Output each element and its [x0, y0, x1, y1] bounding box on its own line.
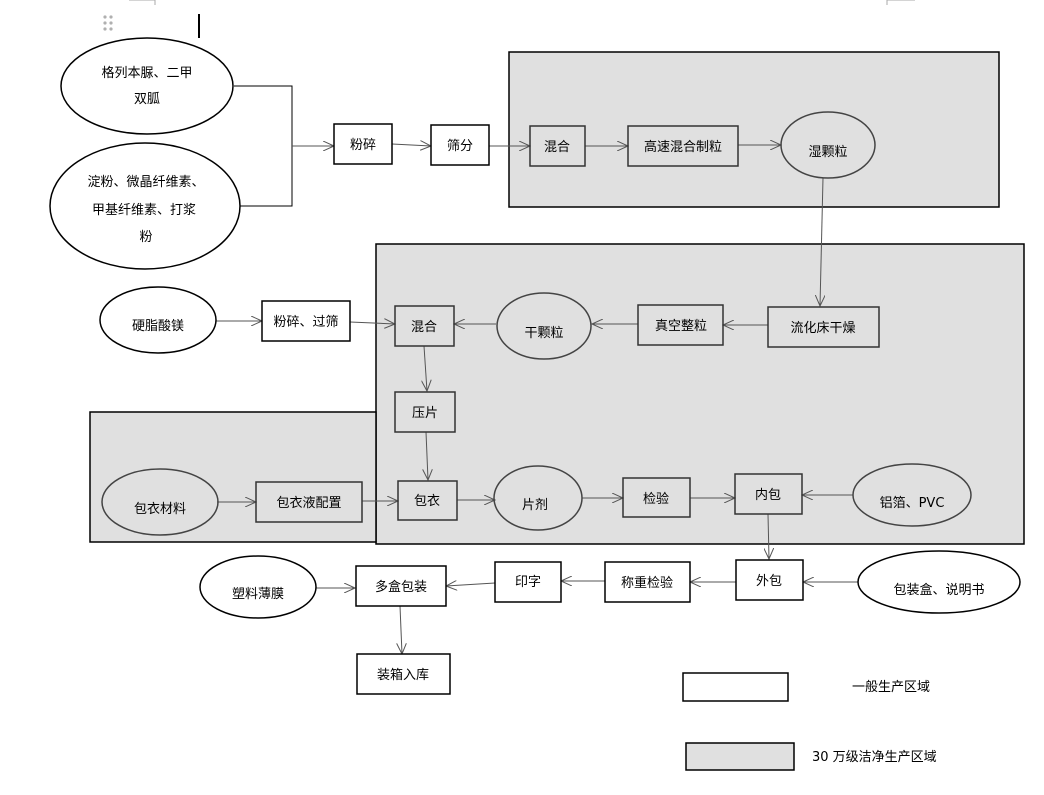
legend-clean-swatch — [685, 742, 795, 771]
node-print — [494, 561, 562, 603]
node-mix-1 — [529, 125, 586, 167]
page-corner-mark-left — [129, 0, 156, 5]
node-coating-material — [101, 468, 219, 536]
label-glb-line1: 格列本脲、二甲 — [101, 65, 192, 81]
node-coating-prep — [255, 481, 363, 523]
label-excip-line1: 淀粉、微晶纤维素、 — [87, 175, 204, 190]
drag-handle-icon[interactable] — [103, 15, 113, 31]
node-store — [356, 653, 451, 695]
label-fluid: 流化床干燥 — [790, 321, 855, 336]
node-fluid-bed-dry — [767, 306, 880, 348]
label-dry: 干颗粒 — [524, 326, 563, 341]
node-magnesium-stearate — [99, 286, 217, 354]
node-outer-pack — [735, 559, 804, 601]
label-excip-line3: 粉 — [139, 230, 152, 245]
label-hsg: 高速混合制粒 — [644, 139, 722, 155]
label-glb-line2: 双胍 — [134, 92, 160, 107]
node-high-speed-granulation — [627, 125, 739, 167]
node-crush — [333, 123, 393, 165]
label-outer: 外包 — [756, 574, 782, 589]
label-mgst: 硬脂酸镁 — [132, 319, 184, 334]
node-dry-granules — [496, 292, 592, 360]
node-excipients — [49, 142, 241, 270]
node-press — [394, 391, 456, 433]
clean-zone-coating — [89, 411, 377, 543]
node-multi-box — [355, 565, 447, 607]
label-box: 包装盒、说明书 — [893, 582, 984, 598]
label-coatmat: 包衣材料 — [134, 501, 186, 517]
node-inspect — [622, 477, 691, 518]
clean-zone-tableting — [375, 243, 1025, 545]
label-inspect: 检验 — [643, 491, 669, 507]
node-wet-granules — [780, 111, 876, 179]
label-store: 装箱入库 — [377, 667, 429, 683]
label-print: 印字 — [515, 575, 541, 590]
label-film: 塑料薄膜 — [232, 587, 284, 602]
node-inner-pack — [734, 473, 803, 515]
label-vac: 真空整粒 — [655, 319, 707, 334]
legend-general-swatch — [682, 672, 789, 702]
node-weigh-inspect — [604, 561, 691, 603]
node-glibenclamide-metformin — [60, 37, 234, 135]
node-plastic-film — [199, 555, 317, 619]
label-mix1: 混合 — [544, 140, 570, 155]
label-multi: 多盒包装 — [375, 579, 427, 595]
label-crushsieve: 粉碎、过筛 — [273, 315, 338, 330]
legend-clean-label: 30 万级洁净生产区域 — [812, 750, 937, 765]
label-press: 压片 — [412, 406, 438, 421]
legend-general-label: 一般生产区域 — [852, 679, 930, 695]
label-weigh: 称重检验 — [621, 575, 673, 591]
node-tablets — [493, 465, 583, 531]
clean-zone-granulation — [508, 51, 1000, 208]
node-vacuum-sizing — [637, 304, 724, 346]
node-mix-2 — [394, 305, 455, 347]
node-coat — [397, 480, 458, 521]
label-excip-line2: 甲基纤维素、打浆 — [92, 203, 196, 218]
label-mix2: 混合 — [411, 320, 437, 335]
connectors — [216, 85, 858, 654]
node-box-leaflet — [857, 550, 1021, 614]
node-foil-pvc — [852, 463, 972, 527]
label-wet: 湿颗粒 — [808, 145, 847, 160]
label-inner: 内包 — [755, 487, 781, 503]
label-coat: 包衣 — [414, 493, 440, 509]
node-crush-sieve — [261, 300, 351, 342]
label-coatprep: 包衣液配置 — [276, 495, 341, 511]
node-sieve — [430, 124, 490, 166]
label-foil: 铝箔、PVC — [880, 495, 945, 511]
label-sieve: 筛分 — [447, 139, 473, 154]
page-corner-mark-right — [886, 0, 915, 5]
label-crush: 粉碎 — [350, 138, 376, 153]
label-tablet: 片剂 — [522, 498, 548, 513]
